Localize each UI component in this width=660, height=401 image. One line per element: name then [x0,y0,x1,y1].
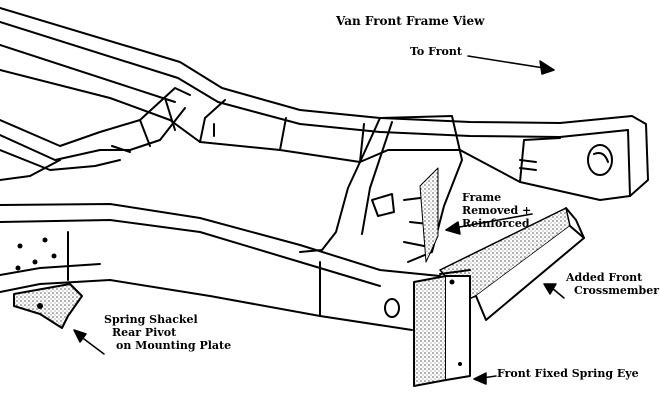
spring-shackle-line-3: on Mounting Plate [116,339,232,352]
spring-shackle-line-2: Rear Pivot [112,326,177,339]
shackle-arrow [79,335,105,355]
diagram-title: Van Front Frame View [336,14,485,28]
spring-shackle-label: Spring Shackel Rear Pivot on Mounting Pl… [104,313,231,352]
leader-arrows [73,55,565,385]
rail-holes [15,237,57,271]
spring-shackle-plate [13,283,83,329]
diagonal-brace [0,87,191,181]
added-crossmember-line-1: Added Front [566,271,643,284]
reinforcement-patch [419,167,439,263]
to-front-arrow [467,55,545,69]
direction-label: To Front [410,45,462,58]
added-crossmember-line-2: Crossmember [574,284,660,297]
frame-reinforced-line-1: Frame [462,191,502,204]
reinforced-arrow [453,213,533,229]
lower-frame-rail [0,203,441,331]
added-crossmember-label: Added Front Crossmember [566,271,659,297]
frame-reinforced-line-2: Removed + [462,204,532,217]
frame-reinforced-label: Frame Removed + Reinforced [462,191,531,230]
spring-eye-plate [413,269,471,387]
crossmember-arrow [551,287,565,299]
upper-frame-rail [0,7,649,201]
fixed-spring-eye-label: Front Fixed Spring Eye [497,367,639,380]
frame-reinforced-line-3: Reinforced [462,217,530,230]
spring-shackle-line-1: Spring Shackel [104,313,198,326]
